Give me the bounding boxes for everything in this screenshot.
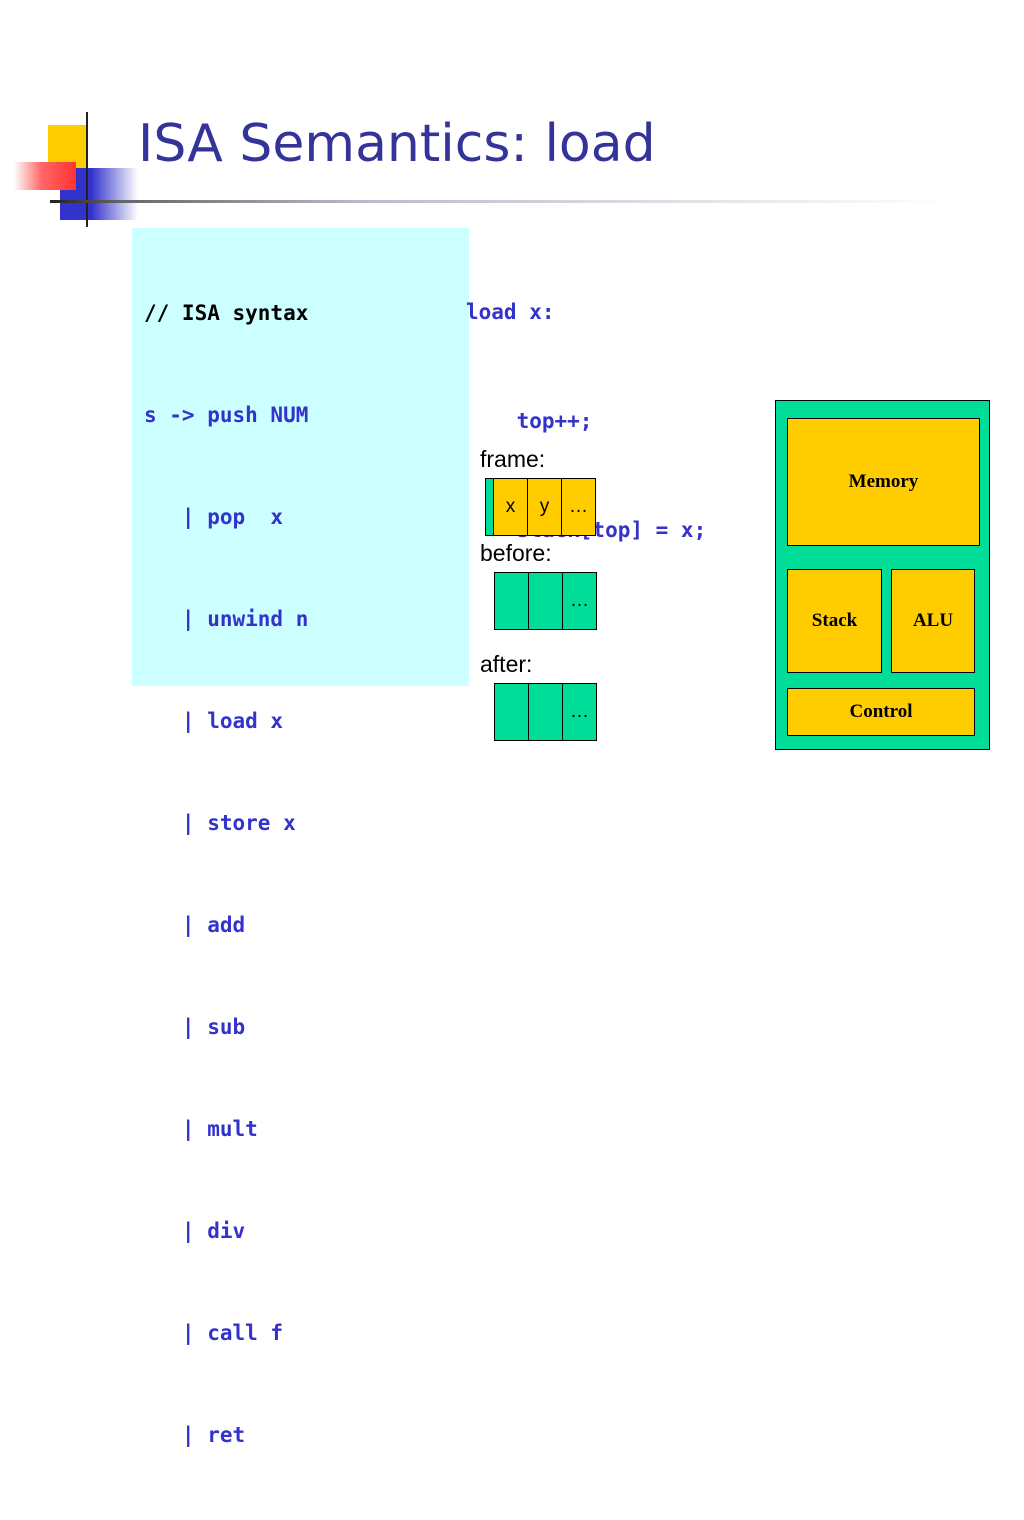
control-block: Control — [787, 688, 975, 736]
after-cell — [528, 683, 563, 741]
title-decoration-red-bar — [14, 162, 76, 190]
machine-diagram: Memory Stack ALU Control — [775, 400, 990, 750]
grammar-rule-line: | call f — [144, 1321, 284, 1345]
grammar-rule-line: | load x — [144, 709, 284, 733]
grammar-rule-line: | pop x — [144, 505, 284, 529]
after-label: after: — [480, 651, 533, 677]
grammar-rule-line: | sub — [144, 1015, 246, 1039]
grammar-rule-line: | store x — [144, 811, 296, 835]
grammar-rule-line: | div — [144, 1219, 246, 1243]
alu-block: ALU — [891, 569, 975, 673]
before-cell: … — [562, 572, 597, 630]
before-label: before: — [480, 540, 552, 566]
before-row: … — [494, 572, 597, 630]
before-cell — [528, 572, 563, 630]
grammar-rule-line: | add — [144, 913, 246, 937]
frame-cell: y — [527, 478, 562, 536]
memory-block: Memory — [787, 418, 980, 546]
slide-title: ISA Semantics: load — [138, 114, 656, 174]
grammar-rule-line: s -> push NUM — [144, 403, 309, 427]
grammar-rule-line: | ret — [144, 1423, 246, 1447]
grammar-rule-line: | unwind n — [144, 607, 309, 631]
after-cell: … — [562, 683, 597, 741]
after-cell — [494, 683, 529, 741]
before-cell — [494, 572, 529, 630]
frame-cell: x — [493, 478, 528, 536]
semantics-line: top++; — [466, 409, 593, 433]
frame-row: x y … — [485, 478, 596, 536]
grammar-box: // ISA syntax s -> push NUM | pop x | un… — [132, 228, 469, 1447]
semantics-line: load x: — [466, 300, 555, 324]
title-underline — [50, 200, 950, 203]
after-row: … — [494, 683, 597, 741]
grammar-comment: // ISA syntax — [144, 301, 309, 325]
stack-block: Stack — [787, 569, 882, 673]
frame-label: frame: — [480, 446, 546, 472]
grammar-code: // ISA syntax s -> push NUM | pop x | un… — [144, 228, 308, 1520]
title-decoration-vertical-line — [86, 112, 88, 227]
grammar-rule-line: | mult — [144, 1117, 258, 1141]
frame-cell: … — [561, 478, 596, 536]
